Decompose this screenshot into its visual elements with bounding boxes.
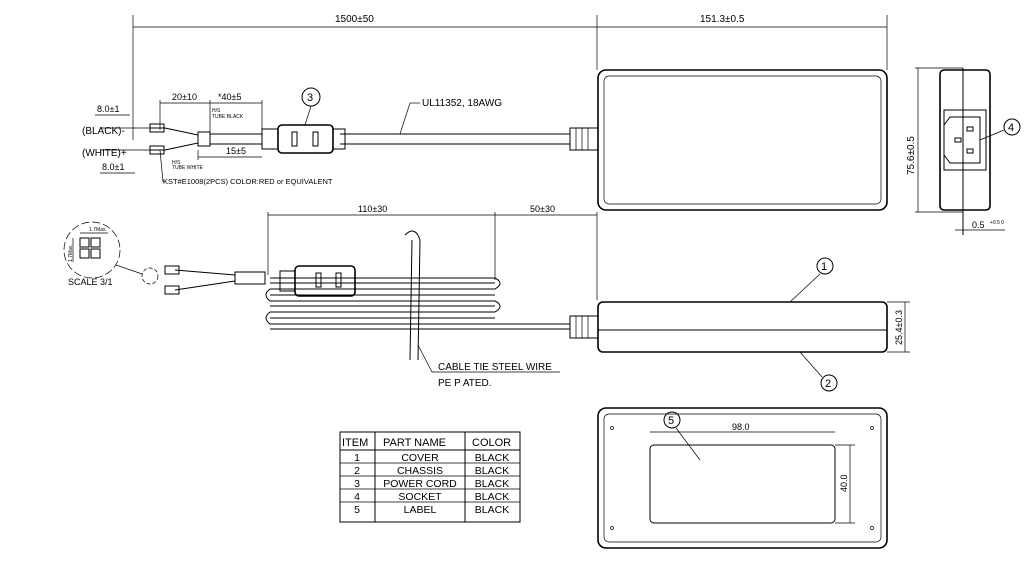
wire-white-label: (WHITE)+ xyxy=(82,148,127,159)
parts-table: ITEM PART NAME COLOR 1 COVER BLACK 2 CHASSIS… xyxy=(339,431,521,523)
header-part-name: PART NAME xyxy=(383,437,446,449)
table-cell: BLACK xyxy=(475,452,509,464)
table-cell: POWER CORD xyxy=(383,478,457,490)
table-cell: BLACK xyxy=(475,478,509,490)
table-cell: COVER xyxy=(401,452,439,464)
cable-tie-note: CABLE TIE STEEL WIRE xyxy=(438,362,552,373)
tube-white-label: H/S xyxy=(172,160,181,166)
tube-black-label-2: TUBE BLACK xyxy=(212,114,244,120)
table-cell: 3 xyxy=(354,478,360,490)
side-thickness-dim: 25.4±0.3 xyxy=(894,310,904,345)
table-cell: 1 xyxy=(354,452,360,464)
table-cell: LABEL xyxy=(404,504,437,516)
end-view: 75.6±0.5 4 0.5 +0.5 0 xyxy=(906,67,1021,235)
table-cell: BLACK xyxy=(475,491,509,503)
tube-black-label: H/S xyxy=(212,108,221,114)
table-cell: 5 xyxy=(354,504,360,516)
dimension-cord-length: 1500±50 xyxy=(132,14,598,140)
callout-1-label: 1 xyxy=(821,261,827,273)
body-length-label: 151.3±0.5 xyxy=(700,14,745,25)
end-offset-tol: +0.5 0 xyxy=(990,220,1004,226)
cable-tie-note-2: PE P ATED. xyxy=(438,378,492,389)
label-area xyxy=(649,444,836,524)
detail-view: 1.7Max. 1.7Max. xyxy=(63,221,121,279)
table-cell: 4 xyxy=(354,491,360,503)
dim-split: 20±10 xyxy=(172,92,197,102)
table-cell: 2 xyxy=(354,465,360,477)
detail-width: 1.7Max. xyxy=(89,227,107,233)
cable-tie xyxy=(404,230,560,373)
tube-white-label-2: TUBE WHITE xyxy=(172,165,203,171)
scale-label: SCALE 3/1 xyxy=(68,277,113,287)
header-color: COLOR xyxy=(472,437,511,449)
callout-5-label: 5 xyxy=(668,415,674,427)
callout-3-label: 3 xyxy=(307,92,313,104)
ferrite-core-top xyxy=(261,124,346,154)
dim-tail: 50±30 xyxy=(530,204,555,214)
adapter-body-side: 25.4±0.3 1 2 xyxy=(569,257,910,392)
table-cell: BLACK xyxy=(475,465,509,477)
dimension-body-length: 151.3±0.5 xyxy=(597,14,888,70)
ferrite-core-coil xyxy=(279,265,356,297)
dim-plug: 15±5 xyxy=(226,146,246,156)
table-cell: CHASSIS xyxy=(397,465,443,477)
end-height-dim: 75.6±0.5 xyxy=(906,136,917,175)
detail-height: 1.7Max. xyxy=(68,244,74,262)
dim-coil: 110±30 xyxy=(358,204,387,214)
callout-2-label: 2 xyxy=(825,378,831,390)
callout-4-label: 4 xyxy=(1008,122,1014,134)
wire-black-label: (BLACK)- xyxy=(82,126,125,137)
strain-relief-top xyxy=(569,127,599,151)
table-cell: BLACK xyxy=(475,504,509,516)
cable-spec-label: UL11352, 18AWG xyxy=(422,98,502,109)
label-height-dim: 40.0 xyxy=(839,474,849,492)
cable-coil xyxy=(265,277,570,330)
label-width-dim: 98.0 xyxy=(732,422,750,432)
header-item: ITEM xyxy=(342,437,368,449)
dim-tube: *40±5 xyxy=(218,92,241,102)
strip-white-dim: 8.0±1 xyxy=(102,162,124,172)
adapter-body-top xyxy=(597,69,888,211)
adapter-body-bottom: 98.0 40.0 5 xyxy=(597,407,888,549)
terminal-note: KST#E1008(2PCS) COLOR:RED or EQUIVALENT xyxy=(163,177,333,186)
cord-length-label: 1500±50 xyxy=(335,14,374,25)
end-offset-dim: 0.5 xyxy=(972,220,985,230)
strip-black-dim: 8.0±1 xyxy=(97,104,119,114)
table-cell: SOCKET xyxy=(398,491,442,503)
